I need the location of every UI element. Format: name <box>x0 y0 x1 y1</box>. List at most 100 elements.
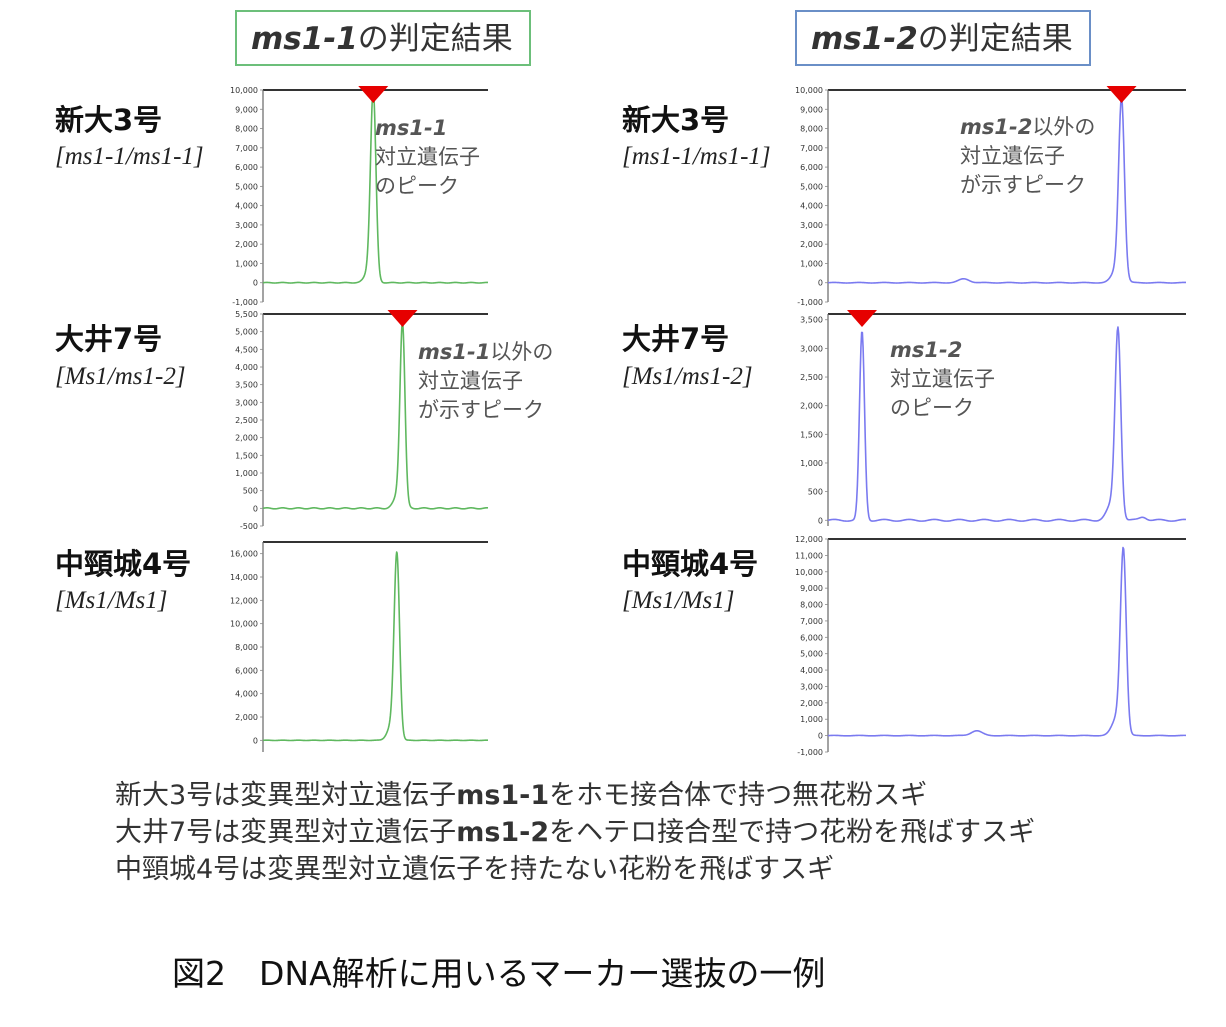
y-tick-label: 8,000 <box>235 125 258 134</box>
y-tick-label: 5,000 <box>800 650 823 659</box>
y-tick-label: 4,500 <box>235 345 258 354</box>
annotation-line3: が示すピーク <box>418 398 544 422</box>
variety-name: 大井7号 <box>622 322 730 356</box>
chromatogram-trace <box>827 96 1187 284</box>
y-tick-label: 4,000 <box>800 202 823 211</box>
variety-genotype: [Ms1/Ms1] <box>622 587 735 614</box>
y-tick-label: 2,000 <box>800 402 823 411</box>
y-tick-label: 11,000 <box>795 551 823 560</box>
peak-marker-icon <box>847 310 878 327</box>
y-tick-label: 2,000 <box>800 240 823 249</box>
variety-genotype: [Ms1/ms1-2] <box>55 363 186 390</box>
description-text: 大井7号は変異型対立遺伝子 <box>115 817 457 848</box>
y-tick-label: 1,000 <box>800 459 823 468</box>
variety-genotype: [Ms1/Ms1] <box>55 587 168 614</box>
y-tick-label: 3,500 <box>235 381 258 390</box>
y-tick-label: 5,500 <box>235 310 258 319</box>
description-line-3: 中頸城4号は変異型対立遺伝子を持たない花粉を飛ばすスギ <box>115 852 834 888</box>
header-ms1-1: ms1-1の判定結果 <box>235 10 531 66</box>
header-suffix: の判定結果 <box>357 21 513 57</box>
y-tick-label: 1,500 <box>235 451 258 460</box>
y-tick-label: -1,000 <box>232 298 258 307</box>
y-tick-label: 12,000 <box>230 596 258 605</box>
annotation-marker: ms1-2 <box>960 115 1033 139</box>
chromatogram-left-0: 10,0009,0008,0007,0006,0005,0004,0003,00… <box>230 86 489 307</box>
chromatogram-trace <box>262 320 489 510</box>
y-tick-label: 1,000 <box>235 259 258 268</box>
header-suffix: の判定結果 <box>917 21 1073 57</box>
annotation-marker: ms1-2 <box>890 338 963 362</box>
y-tick-label: -1,000 <box>797 748 823 757</box>
chromatogram-right-2: 12,00011,00010,0009,0008,0007,0006,0005,… <box>795 535 1187 757</box>
y-tick-label: 7,000 <box>800 617 823 626</box>
y-tick-label: 14,000 <box>230 573 258 582</box>
y-tick-label: 2,000 <box>800 699 823 708</box>
y-tick-label: 9,000 <box>800 584 823 593</box>
description-marker: ms1-2 <box>456 817 550 848</box>
header-ms1-2: ms1-2の判定結果 <box>795 10 1091 66</box>
annotation-line1: 以外の <box>490 340 554 364</box>
y-tick-label: 500 <box>243 487 258 496</box>
y-tick-label: 1,000 <box>800 259 823 268</box>
y-tick-label: 500 <box>808 488 823 497</box>
y-tick-label: 3,000 <box>235 398 258 407</box>
y-tick-label: 4,000 <box>235 202 258 211</box>
y-tick-label: 2,000 <box>235 713 258 722</box>
y-tick-label: 4,000 <box>235 363 258 372</box>
y-tick-label: 0 <box>253 504 258 513</box>
y-tick-label: 9,000 <box>235 105 258 114</box>
y-tick-label: 12,000 <box>795 535 823 544</box>
y-tick-label: 10,000 <box>795 568 823 577</box>
y-tick-label: 10,000 <box>795 86 823 95</box>
y-tick-label: 10,000 <box>230 86 258 95</box>
y-tick-label: 1,000 <box>800 715 823 724</box>
variety-name: 中頸城4号 <box>55 547 192 581</box>
variety-genotype: [ms1-1/ms1-1] <box>55 143 204 170</box>
y-tick-label: 4,000 <box>800 666 823 675</box>
variety-name: 新大3号 <box>55 103 163 137</box>
y-tick-label: -1,000 <box>797 298 823 307</box>
y-tick-label: 1,000 <box>235 469 258 478</box>
description-text: 新大3号は変異型対立遺伝子 <box>115 780 457 811</box>
y-tick-label: 7,000 <box>235 144 258 153</box>
annotation-right-0: ms1-2以外の 対立遺伝子 が示すピーク <box>960 113 1095 200</box>
description-text: 中頸城4号は変異型対立遺伝子を持たない花粉を飛ばすスギ <box>115 854 835 885</box>
chromatogram-left-1: 5,5005,0004,5004,0003,5003,0002,5002,000… <box>235 310 489 531</box>
description-text: をヘテロ接合型で持つ花粉を飛ばすスギ <box>549 817 1036 848</box>
variety-genotype: [ms1-1/ms1-1] <box>622 143 771 170</box>
y-tick-label: 4,000 <box>235 690 258 699</box>
y-tick-label: 8,000 <box>235 643 258 652</box>
y-tick-label: 5,000 <box>235 328 258 337</box>
y-tick-label: 9,000 <box>800 105 823 114</box>
y-tick-label: 0 <box>818 732 823 741</box>
y-tick-label: 0 <box>818 279 823 288</box>
y-tick-label: 2,500 <box>800 373 823 382</box>
y-tick-label: -500 <box>240 522 258 531</box>
y-tick-label: 3,000 <box>800 682 823 691</box>
y-tick-label: 10,000 <box>230 620 258 629</box>
figure-caption: 図2 DNA解析に用いるマーカー選抜の一例 <box>172 954 826 993</box>
y-tick-label: 7,000 <box>800 144 823 153</box>
header-marker: ms1-1 <box>251 21 358 57</box>
peak-marker-icon <box>358 86 389 103</box>
annotation-line3: のピーク <box>375 174 459 198</box>
peak-marker-icon <box>1106 86 1137 103</box>
y-tick-label: 0 <box>253 736 258 745</box>
chromatogram-trace <box>827 546 1187 737</box>
description-line-2: 大井7号は変異型対立遺伝子ms1-2をヘテロ接合型で持つ花粉を飛ばすスギ <box>115 815 1035 851</box>
y-tick-label: 1,500 <box>800 430 823 439</box>
y-tick-label: 2,000 <box>235 434 258 443</box>
annotation-left-1: ms1-1以外の 対立遺伝子 が示すピーク <box>418 338 553 425</box>
description-line-1: 新大3号は変異型対立遺伝子ms1-1をホモ接合体で持つ無花粉スギ <box>115 778 927 814</box>
variety-name: 中頸城4号 <box>622 547 759 581</box>
y-tick-label: 0 <box>818 516 823 525</box>
chromatogram-right-0: 10,0009,0008,0007,0006,0005,0004,0003,00… <box>795 86 1187 307</box>
header-marker: ms1-2 <box>811 21 918 57</box>
y-tick-label: 6,000 <box>800 163 823 172</box>
y-tick-label: 3,500 <box>800 316 823 325</box>
chromatogram-trace <box>827 326 1187 522</box>
annotation-line2: 対立遺伝子 <box>960 144 1065 168</box>
chromatogram-trace <box>262 551 489 742</box>
y-tick-label: 3,000 <box>800 221 823 230</box>
